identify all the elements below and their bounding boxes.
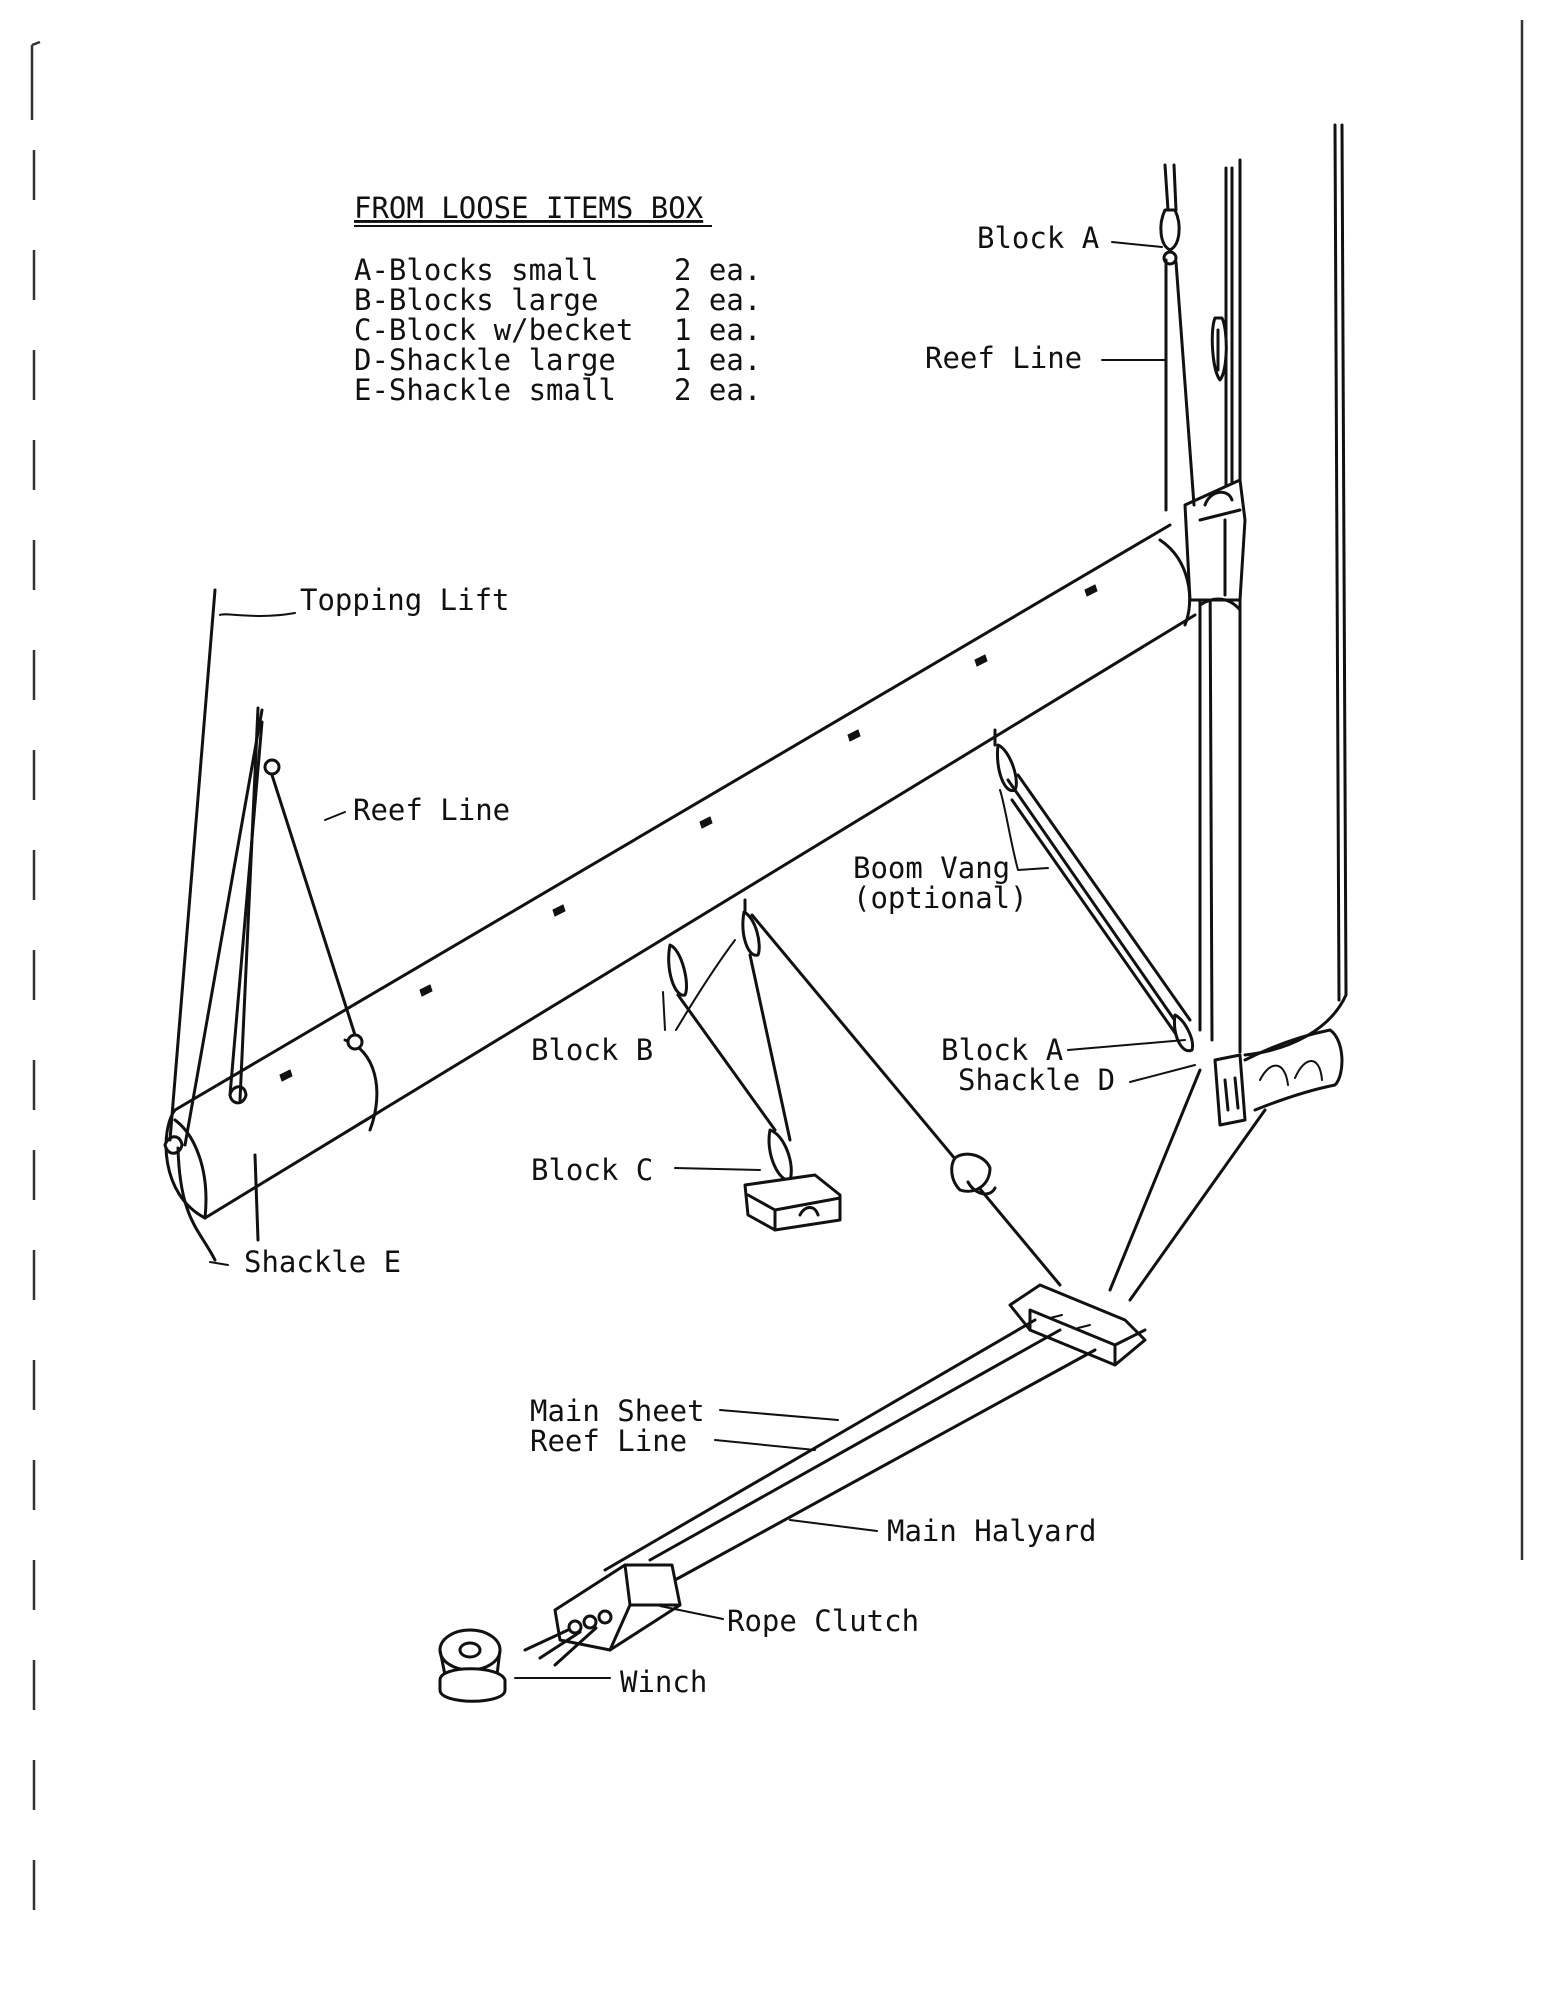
loose-item-name: B-Blocks large (354, 283, 598, 317)
mast (1183, 123, 1348, 1127)
label-block-c: Block C (531, 1153, 653, 1187)
label-rope-clutch: Rope Clutch (727, 1604, 919, 1638)
label-topping-lift: Topping Lift (300, 583, 510, 617)
loose-item-qty: 2 ea. (674, 283, 761, 317)
rope-clutch (523, 1563, 682, 1667)
loose-item-name: D-Shackle large (354, 343, 616, 377)
label-boom-vang: Boom Vang (853, 851, 1010, 885)
outboard-rigging (168, 588, 357, 1262)
winch (438, 1628, 507, 1703)
label-block-a-top: Block A (977, 221, 1099, 255)
label-main-halyard: Main Halyard (887, 1514, 1097, 1548)
label-main-sheet: Main Sheet (530, 1394, 705, 1428)
deck-lines (603, 1068, 1267, 1582)
loose-item-qty: 2 ea. (674, 373, 761, 407)
mast-block-a (1159, 163, 1228, 512)
label-winch: Winch (620, 1665, 707, 1699)
margin-marks (30, 20, 1524, 1910)
label-reef-line-deck: Reef Line (530, 1424, 687, 1458)
deck-block (950, 1152, 997, 1196)
leader-lines (209, 241, 1196, 1679)
loose-item-qty: 1 ea. (674, 313, 761, 347)
loose-items-box: FROM LOOSE ITEMS BOX A-Blocks small 2 ea… (354, 191, 761, 407)
boom-vang (993, 728, 1195, 1053)
label-shackle-d: Shackle D (958, 1063, 1115, 1097)
loose-item-name: C-Block w/becket (354, 313, 633, 347)
label-block-a-bottom: Block A (941, 1033, 1063, 1067)
loose-item-qty: 1 ea. (674, 343, 761, 377)
loose-item-name: E-Shackle small (354, 373, 616, 407)
loose-item-qty: 2 ea. (674, 253, 761, 287)
mainsheet-system (667, 898, 1062, 1287)
label-reef-line-boom: Reef Line (353, 793, 510, 827)
label-reef-line-mast: Reef Line (925, 341, 1082, 375)
loose-items-title: FROM LOOSE ITEMS BOX (354, 191, 704, 225)
boom (163, 523, 1197, 1220)
label-shackle-e: Shackle E (244, 1245, 401, 1279)
diagram-labels: Block A Reef Line Topping Lift Reef Line… (244, 221, 1115, 1699)
label-block-b: Block B (531, 1033, 653, 1067)
label-boom-vang-note: (optional) (853, 881, 1028, 915)
loose-item-name: A-Blocks small (354, 253, 598, 287)
